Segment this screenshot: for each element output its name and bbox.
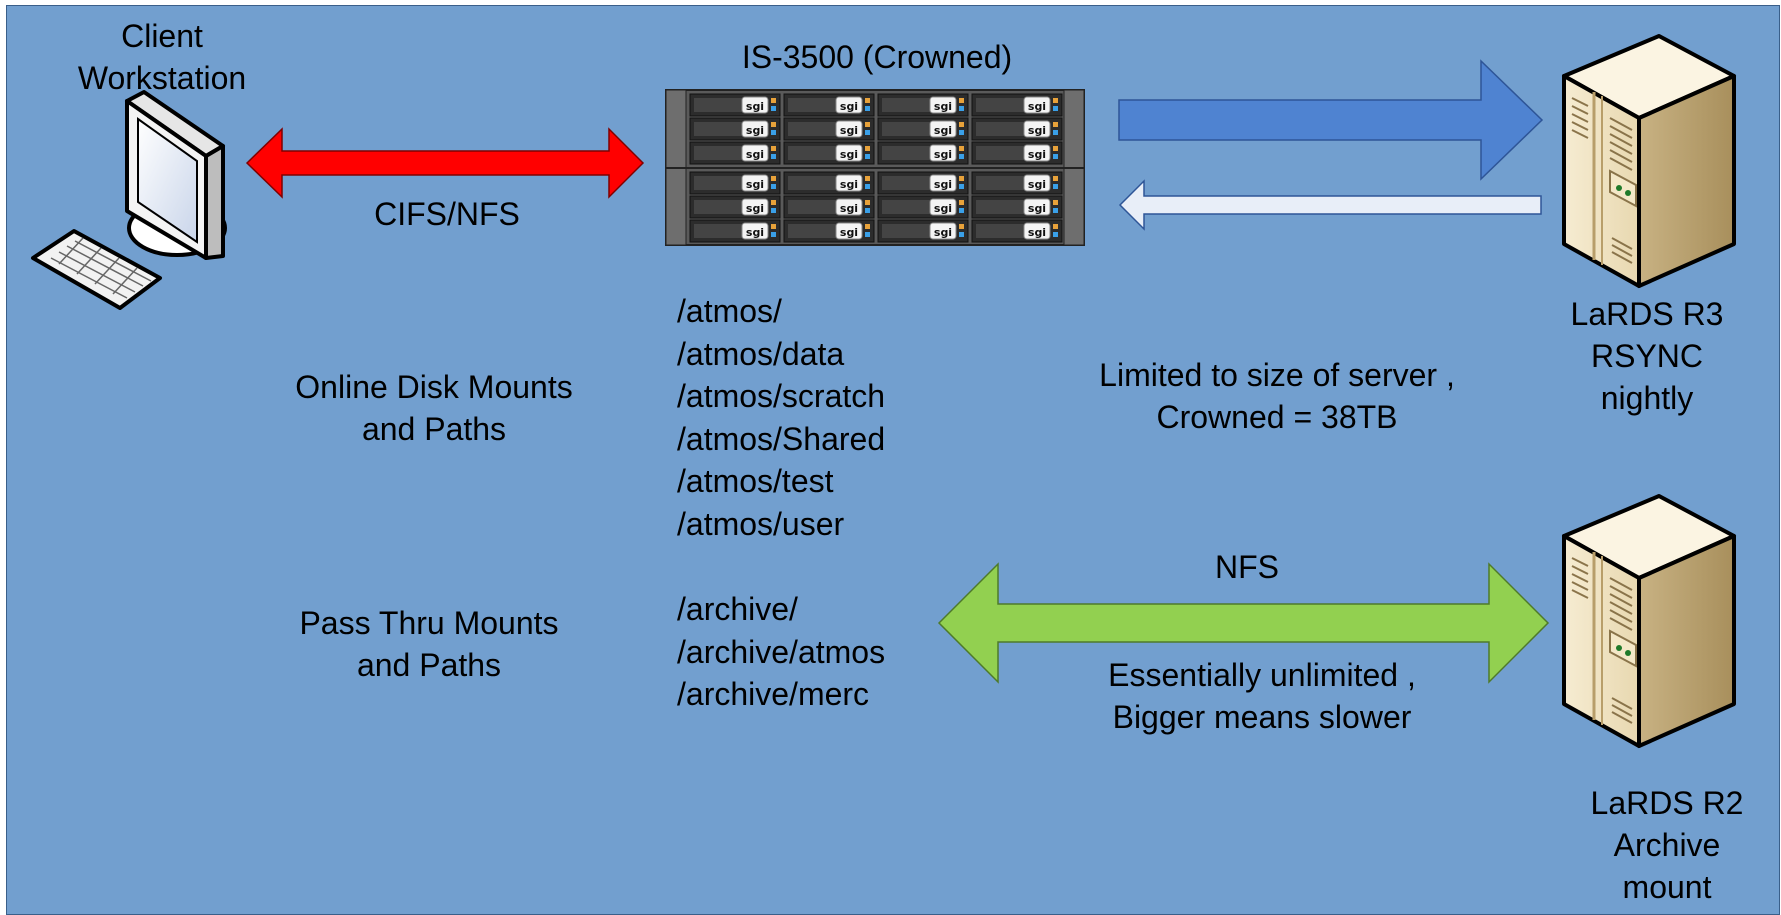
rsync-push-arrow	[1118, 59, 1544, 181]
drive-bay	[689, 219, 781, 243]
path-item: /atmos/	[677, 293, 782, 329]
drive-logo-text: sgi	[1028, 226, 1046, 239]
drive-logo-text: sgi	[746, 202, 764, 215]
drive-logo-text: sgi	[840, 202, 858, 215]
diagram-shapes: sgi sgi sgi sgi sgi sgi sgi sgi sgi sgi sgi sgi sgi s…	[31, 34, 1736, 748]
path-item: /atmos/scratch	[677, 378, 886, 414]
server-limit-note: Limited to size of server , Crowned = 38…	[1099, 357, 1455, 435]
drive-logo-text: sgi	[746, 124, 764, 137]
cifs-nfs-label: CIFS/NFS	[374, 196, 520, 232]
drive-logo-text: sgi	[1028, 124, 1046, 137]
drive-bay	[783, 195, 875, 219]
drive-logo-text: sgi	[1028, 148, 1046, 161]
drive-bay	[971, 93, 1063, 117]
drive-logo-text: sgi	[1028, 178, 1046, 191]
drive-logo-text: sgi	[840, 178, 858, 191]
drive-logo-text: sgi	[934, 124, 952, 137]
client-workstation-label: Client Workstation	[77, 18, 247, 96]
rsync-pull-arrow	[1118, 179, 1542, 231]
drive-logo-text: sgi	[934, 202, 952, 215]
drive-logo-text: sgi	[746, 178, 764, 191]
drive-logo-text: sgi	[934, 148, 952, 161]
drive-logo-text: sgi	[746, 226, 764, 239]
archive-limit-note: Essentially unlimited , Bigger means slo…	[1108, 657, 1416, 735]
drive-logo-text: sgi	[1028, 100, 1046, 113]
drive-logo-text: sgi	[840, 100, 858, 113]
tower-server-icon	[1562, 494, 1736, 748]
drive-bay	[971, 171, 1063, 195]
diagram-canvas: sgi sgi sgi sgi sgi sgi sgi sgi sgi sgi sgi sgi sgi s…	[6, 5, 1780, 915]
drive-bay	[971, 117, 1063, 141]
drive-logo-text: sgi	[840, 124, 858, 137]
archive-paths-list: /archive/ /archive/atmos /archive/merc	[677, 588, 885, 716]
cifs-nfs-arrow	[245, 127, 645, 199]
nfs-label: NFS	[1215, 549, 1279, 585]
drive-bay	[689, 141, 781, 165]
tower-server-icon	[1562, 34, 1736, 288]
drive-bay	[877, 117, 969, 141]
lards-r2-label: LaRDS R2 Archive mount	[1590, 785, 1744, 905]
drive-bay	[877, 195, 969, 219]
drive-bay	[783, 219, 875, 243]
drive-bay	[877, 219, 969, 243]
drive-bay	[971, 195, 1063, 219]
path-item: /atmos/user	[677, 505, 845, 542]
drive-bay	[971, 219, 1063, 243]
path-item: /atmos/Shared	[677, 420, 886, 457]
drive-bay	[689, 171, 781, 195]
lards-r3-label: LaRDS R3 RSYNC nightly	[1570, 296, 1724, 416]
drive-bay	[689, 195, 781, 219]
path-item: /atmos/data	[677, 335, 845, 372]
drive-bay	[971, 141, 1063, 165]
path-item: /archive/atmos	[677, 633, 886, 670]
server-title: IS-3500 (Crowned)	[741, 39, 1013, 75]
drive-logo-text: sgi	[840, 226, 858, 239]
nfs-arrow	[937, 562, 1550, 684]
drive-bay	[877, 93, 969, 117]
storage-array-icon: sgi sgi sgi sgi sgi sgi sgi sgi sgi sgi sgi sgi sgi s…	[665, 89, 1085, 246]
drive-logo-text: sgi	[840, 148, 858, 161]
pass-thru-mounts-label: Pass Thru Mounts and Paths	[299, 605, 559, 683]
drive-logo-text: sgi	[934, 178, 952, 191]
drive-bay	[877, 141, 969, 165]
drive-bay	[783, 141, 875, 165]
drive-bay	[689, 117, 781, 141]
drive-logo-text: sgi	[746, 148, 764, 161]
drive-bay	[783, 93, 875, 117]
drive-bay	[783, 117, 875, 141]
drive-logo-text: sgi	[934, 100, 952, 113]
drive-logo-text: sgi	[934, 226, 952, 239]
workstation-icon	[31, 90, 227, 310]
online-paths-list: /atmos/ /atmos/data /atmos/scratch /atmo…	[677, 290, 885, 545]
path-item: /archive/	[677, 591, 798, 627]
path-item: /atmos/test	[677, 463, 834, 499]
path-item: /archive/merc	[677, 676, 870, 712]
drive-bay	[783, 171, 875, 195]
online-mounts-label: Online Disk Mounts and Paths	[295, 369, 573, 447]
drive-logo-text: sgi	[1028, 202, 1046, 215]
drive-bay	[689, 93, 781, 117]
drive-bay	[877, 171, 969, 195]
drive-logo-text: sgi	[746, 100, 764, 113]
